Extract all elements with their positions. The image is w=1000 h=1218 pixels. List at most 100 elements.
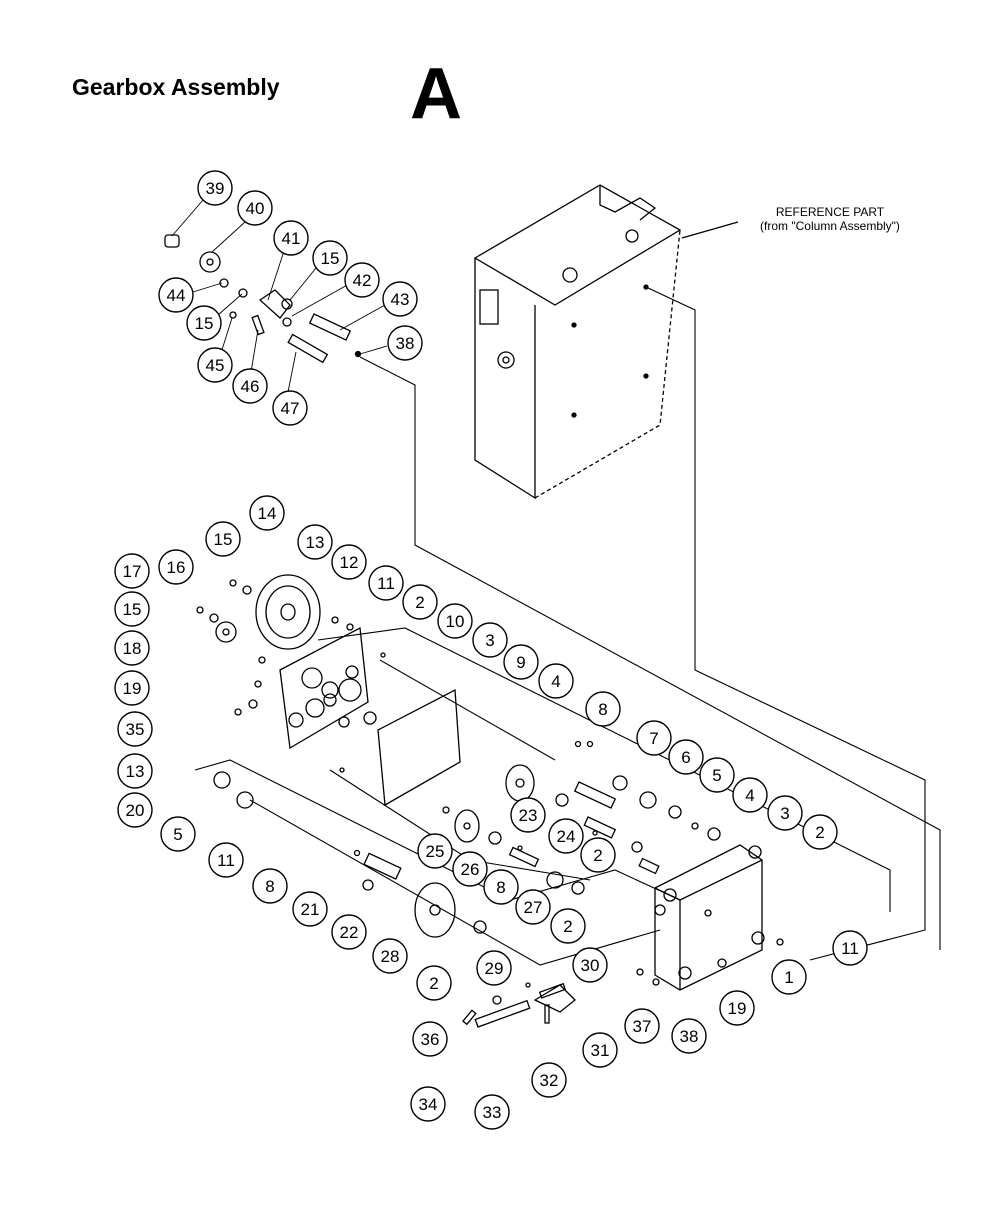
callout-circle [382, 281, 418, 317]
callout-2: 2 [402, 584, 438, 620]
callout-22: 22 [331, 914, 367, 950]
callout-circle [186, 305, 222, 341]
callout-circle [208, 842, 244, 878]
callout-3: 3 [767, 795, 803, 831]
callout-circle [205, 521, 241, 557]
callout-circle [197, 170, 233, 206]
callout-circle [368, 565, 404, 601]
callout-9: 9 [503, 644, 539, 680]
callout-label: 3 [780, 804, 789, 823]
callout-circle [117, 711, 153, 747]
callout-circle [237, 190, 273, 226]
callout-label: 39 [206, 179, 225, 198]
callout-38: 38 [387, 325, 423, 361]
callout-circle [331, 544, 367, 580]
callout-24: 24 [548, 818, 584, 854]
callout-5: 5 [160, 816, 196, 852]
callout-label: 9 [516, 653, 525, 672]
callout-circle [668, 739, 704, 775]
callout-17: 17 [114, 553, 150, 589]
callout-label: 8 [265, 877, 274, 896]
callout-28: 28 [372, 938, 408, 974]
callout-27: 27 [515, 889, 551, 925]
callout-6: 6 [668, 739, 704, 775]
callout-label: 7 [649, 729, 658, 748]
callout-5: 5 [699, 757, 735, 793]
callout-circle [117, 753, 153, 789]
callout-label: 10 [446, 612, 465, 631]
callout-label: 24 [557, 827, 576, 846]
gears-and-bearings [213, 711, 721, 938]
callout-23: 23 [510, 797, 546, 833]
callout-label: 47 [281, 399, 300, 418]
callout-circle [802, 814, 838, 850]
upper-shaft-assembly [164, 234, 362, 364]
callout-label: 1 [784, 968, 793, 987]
callout-18: 18 [114, 630, 150, 666]
callout-circle [732, 777, 768, 813]
callout-10: 10 [437, 603, 473, 639]
callout-label: 32 [540, 1071, 559, 1090]
callout-label: 12 [340, 553, 359, 572]
callout-label: 44 [167, 286, 186, 305]
callout-label: 4 [745, 786, 754, 805]
callout-label: 13 [126, 762, 145, 781]
callout-label: 2 [593, 846, 602, 865]
callout-label: 46 [241, 377, 260, 396]
callout-45: 45 [197, 347, 233, 383]
callout-label: 2 [815, 823, 824, 842]
callout-label: 27 [524, 898, 543, 917]
callout-1: 1 [771, 959, 807, 995]
callout-circle [273, 220, 309, 256]
callout-36: 36 [412, 1021, 448, 1057]
callout-label: 25 [426, 842, 445, 861]
callout-label: 11 [841, 939, 859, 958]
callout-11: 11 [368, 565, 404, 601]
callout-circle [331, 914, 367, 950]
callout-11: 11 [208, 842, 244, 878]
callout-29: 29 [476, 950, 512, 986]
callout-label: 15 [123, 600, 142, 619]
callout-40: 40 [237, 190, 273, 226]
callout-19: 19 [114, 670, 150, 706]
callout-circle [719, 990, 755, 1026]
callout-label: 15 [321, 249, 340, 268]
callout-circle [412, 1021, 448, 1057]
small-hardware [196, 579, 386, 716]
callout-circle [767, 795, 803, 831]
callout-label: 15 [195, 314, 214, 333]
callout-circle [114, 591, 150, 627]
callout-label: 2 [429, 974, 438, 993]
callout-15: 15 [205, 521, 241, 557]
callout-label: 35 [126, 720, 145, 739]
shift-lever-linkage [462, 982, 576, 1028]
callout-15: 15 [114, 591, 150, 627]
callout-label: 2 [415, 593, 424, 612]
callout-circle [160, 816, 196, 852]
callout-circle [515, 889, 551, 925]
callout-circle [416, 965, 452, 1001]
callout-label: 13 [306, 533, 325, 552]
callout-label: 19 [123, 679, 142, 698]
callout-47: 47 [272, 390, 308, 426]
callout-label: 38 [396, 334, 415, 353]
callout-19: 19 [719, 990, 755, 1026]
callout-41: 41 [273, 220, 309, 256]
callout-35: 35 [117, 711, 153, 747]
callout-circle [538, 663, 574, 699]
callout-circle [437, 603, 473, 639]
callout-label: 11 [217, 851, 235, 870]
callout-46: 46 [232, 368, 268, 404]
callout-label: 37 [633, 1017, 652, 1036]
callout-31: 31 [582, 1032, 618, 1068]
callout-circle [252, 868, 288, 904]
callout-label: 19 [728, 999, 747, 1018]
callout-26: 26 [452, 851, 488, 887]
callout-2: 2 [550, 908, 586, 944]
callout-circle [387, 325, 423, 361]
callout-label: 36 [421, 1030, 440, 1049]
callout-circle [585, 691, 621, 727]
callout-2: 2 [802, 814, 838, 850]
callout-circle [272, 390, 308, 426]
